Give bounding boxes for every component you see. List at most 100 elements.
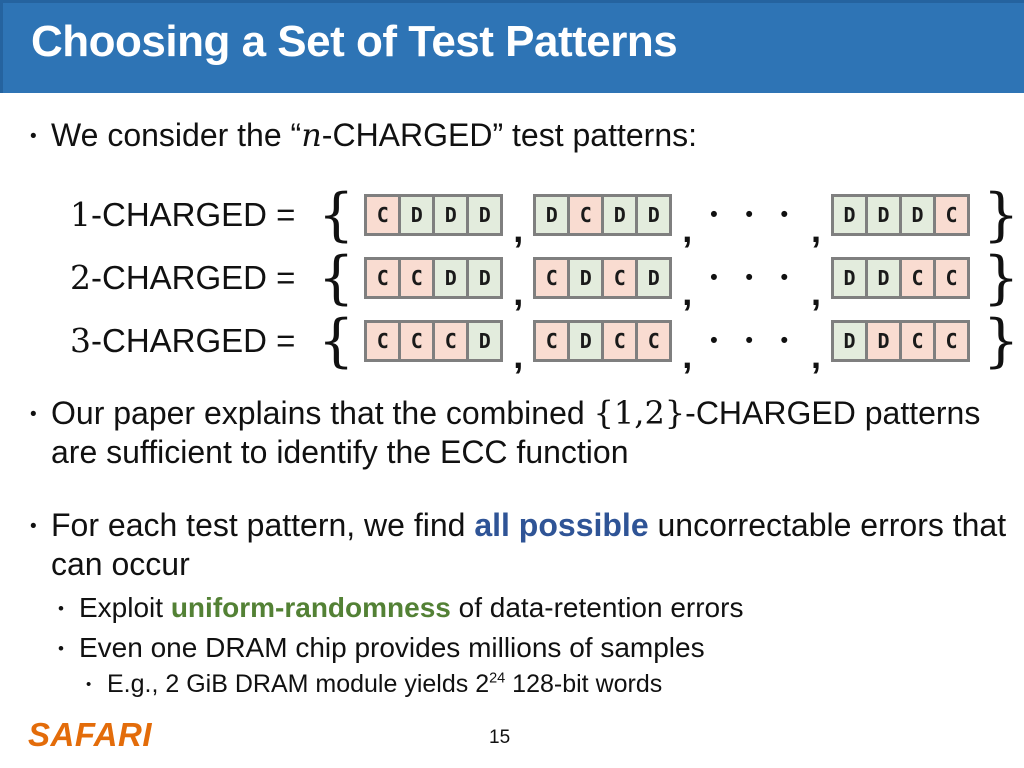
text-segment: We consider the “	[51, 117, 302, 153]
pattern-cell: D	[868, 322, 900, 359]
pattern-count-digit: 1	[70, 195, 91, 234]
bullet-icon: •	[58, 599, 64, 618]
emphasis-uniform-randomness: uniform-randomness	[170, 592, 451, 623]
pattern-cell: C	[936, 259, 968, 296]
page-number: 15	[489, 727, 511, 748]
pattern-cell: D	[868, 196, 900, 233]
pattern-cell: D	[469, 196, 501, 233]
bullet-consider-text: We consider the “n-CHARGED” test pattern…	[51, 116, 697, 155]
pattern-cell: D	[469, 259, 501, 296]
pattern-count-digit: 3	[70, 321, 91, 360]
pattern-cell: D	[435, 259, 467, 296]
pattern-cell: C	[604, 259, 636, 296]
bullet-icon: •	[30, 126, 37, 147]
comma: ,	[513, 334, 524, 376]
comma: ,	[811, 208, 822, 250]
open-brace: {	[318, 308, 355, 374]
pattern-cell: D	[834, 259, 866, 296]
safari-logo: SAFARI	[28, 716, 153, 753]
bullet-icon: •	[30, 516, 37, 537]
bullet-samples-text: Even one DRAM chip provides millions of …	[79, 632, 705, 663]
bullet-paper: • Our paper explains that the combined {…	[30, 394, 1015, 472]
open-brace: {	[318, 182, 355, 248]
text-segment: uncorrectable errors that can occur	[51, 507, 1007, 583]
emphasis-all-possible: all possible	[474, 507, 649, 543]
open-brace: {	[318, 245, 355, 311]
pattern-label-suffix: -CHARGED =	[91, 259, 296, 296]
math-variable-n: n	[301, 116, 322, 154]
pattern-cell: C	[936, 196, 968, 233]
text-segment: -CHARGED patterns are sufficient to iden…	[51, 395, 981, 471]
pattern-cell: C	[936, 322, 968, 359]
ellipsis-icon: • • •	[710, 328, 800, 352]
pattern-row-label: 1-CHARGED =	[70, 195, 308, 234]
pattern-cell: D	[638, 196, 670, 233]
bullet-paper-text: Our paper explains that the combined {1,…	[51, 394, 1015, 472]
bullet-find: • For each test pattern, we find all pos…	[30, 506, 1015, 584]
ellipsis-icon: • • •	[710, 265, 800, 289]
close-brace: }	[983, 245, 1020, 311]
superscript-24: 24	[489, 670, 506, 687]
pattern-cell: D	[570, 259, 602, 296]
comma: ,	[513, 208, 524, 250]
pattern-cell: C	[536, 322, 568, 359]
comma: ,	[682, 271, 693, 313]
pattern-cell: C	[435, 322, 467, 359]
page-title: Choosing a Set of Test Patterns	[31, 17, 678, 66]
bullet-icon: •	[86, 676, 92, 693]
pattern-cell: D	[536, 196, 568, 233]
close-brace: }	[983, 308, 1020, 374]
text-segment: Exploit	[79, 592, 171, 623]
pattern-row-label: 3-CHARGED =	[70, 321, 308, 360]
text-segment: E.g., 2 GiB DRAM module yields 2	[107, 670, 490, 698]
comma: ,	[682, 334, 693, 376]
bullet-exploit: • Exploit uniform-randomness of data-ret…	[58, 591, 993, 625]
bullet-consider: • We consider the “n-CHARGED” test patte…	[30, 116, 1005, 155]
pattern-cell: D	[401, 196, 433, 233]
bullet-samples: • Even one DRAM chip provides millions o…	[58, 631, 993, 665]
pattern-cell: C	[902, 259, 934, 296]
pattern-cell: D	[868, 259, 900, 296]
pattern-cell: C	[401, 322, 433, 359]
pattern-cell: D	[902, 196, 934, 233]
bullet-find-text: For each test pattern, we find all possi…	[51, 506, 1015, 584]
bullet-exploit-text: Exploit uniform-randomness of data-reten…	[79, 591, 743, 625]
pattern-cell: C	[570, 196, 602, 233]
pattern-cell: D	[469, 322, 501, 359]
text-segment: of data-retention errors	[450, 592, 744, 623]
bullet-example: • E.g., 2 GiB DRAM module yields 224 128…	[86, 669, 991, 699]
text-segment: -CHARGED” test patterns:	[321, 117, 697, 153]
pattern-cell: C	[604, 322, 636, 359]
text-segment: 128-bit words	[505, 670, 663, 698]
pattern-cell: D	[604, 196, 636, 233]
pattern-cell: C	[367, 196, 399, 233]
pattern-cell: C	[638, 322, 670, 359]
pattern-label-suffix: -CHARGED =	[91, 322, 296, 359]
text-segment: Our paper explains that the combined	[51, 395, 594, 431]
bullet-icon: •	[58, 639, 64, 658]
math-set: {1,2}	[593, 394, 686, 432]
pattern-cell: D	[834, 196, 866, 233]
comma: ,	[811, 334, 822, 376]
pattern-row-label: 2-CHARGED =	[70, 258, 308, 297]
pattern-cell: D	[570, 322, 602, 359]
pattern-label-suffix: -CHARGED =	[91, 196, 296, 233]
pattern-cell: D	[435, 196, 467, 233]
pattern-cell: C	[902, 322, 934, 359]
pattern-count-digit: 2	[70, 258, 91, 297]
